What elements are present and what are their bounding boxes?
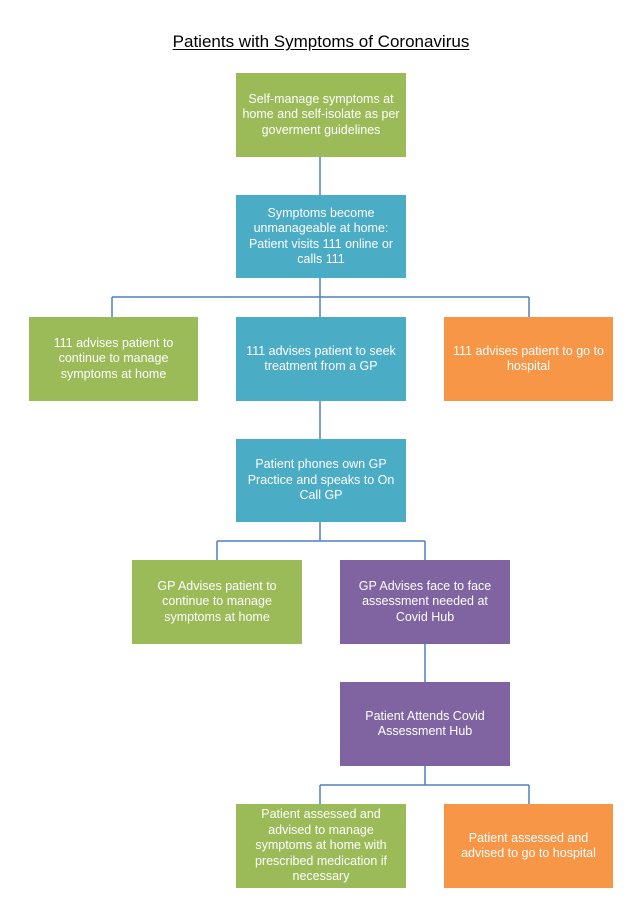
diagram-title: Patients with Symptoms of Coronavirus bbox=[172, 32, 470, 51]
node-assessed-manage-at-home: Patient assessed and advised to manage s… bbox=[236, 804, 406, 888]
node-symptoms-unmanageable: Symptoms become unmanageable at home: Pa… bbox=[236, 195, 406, 278]
node-phones-gp: Patient phones own GP Practice and speak… bbox=[236, 439, 406, 522]
node-111-advise-hospital: 111 advises patient to go to hospital bbox=[444, 317, 613, 401]
node-attends-covid-hub: Patient Attends Covid Assessment Hub bbox=[340, 682, 510, 766]
connector-phones-gp-to-gp-outcomes bbox=[216, 522, 426, 560]
node-self-manage: Self-manage symptoms at home and self-is… bbox=[236, 73, 406, 157]
node-assessed-go-to-hospital: Patient assessed and advised to go to ho… bbox=[444, 804, 613, 888]
connector-unmanageable-to-111-outcomes bbox=[111, 278, 530, 317]
node-111-advise-continue: 111 advises patient to continue to manag… bbox=[29, 317, 198, 401]
node-gp-advise-face-to-face: GP Advises face to face assessment neede… bbox=[340, 560, 510, 644]
connector-hub-to-final-outcomes bbox=[319, 766, 530, 804]
node-111-advise-gp: 111 advises patient to seek treatment fr… bbox=[236, 317, 406, 401]
node-gp-advise-continue: GP Advises patient to continue to manage… bbox=[132, 560, 302, 644]
